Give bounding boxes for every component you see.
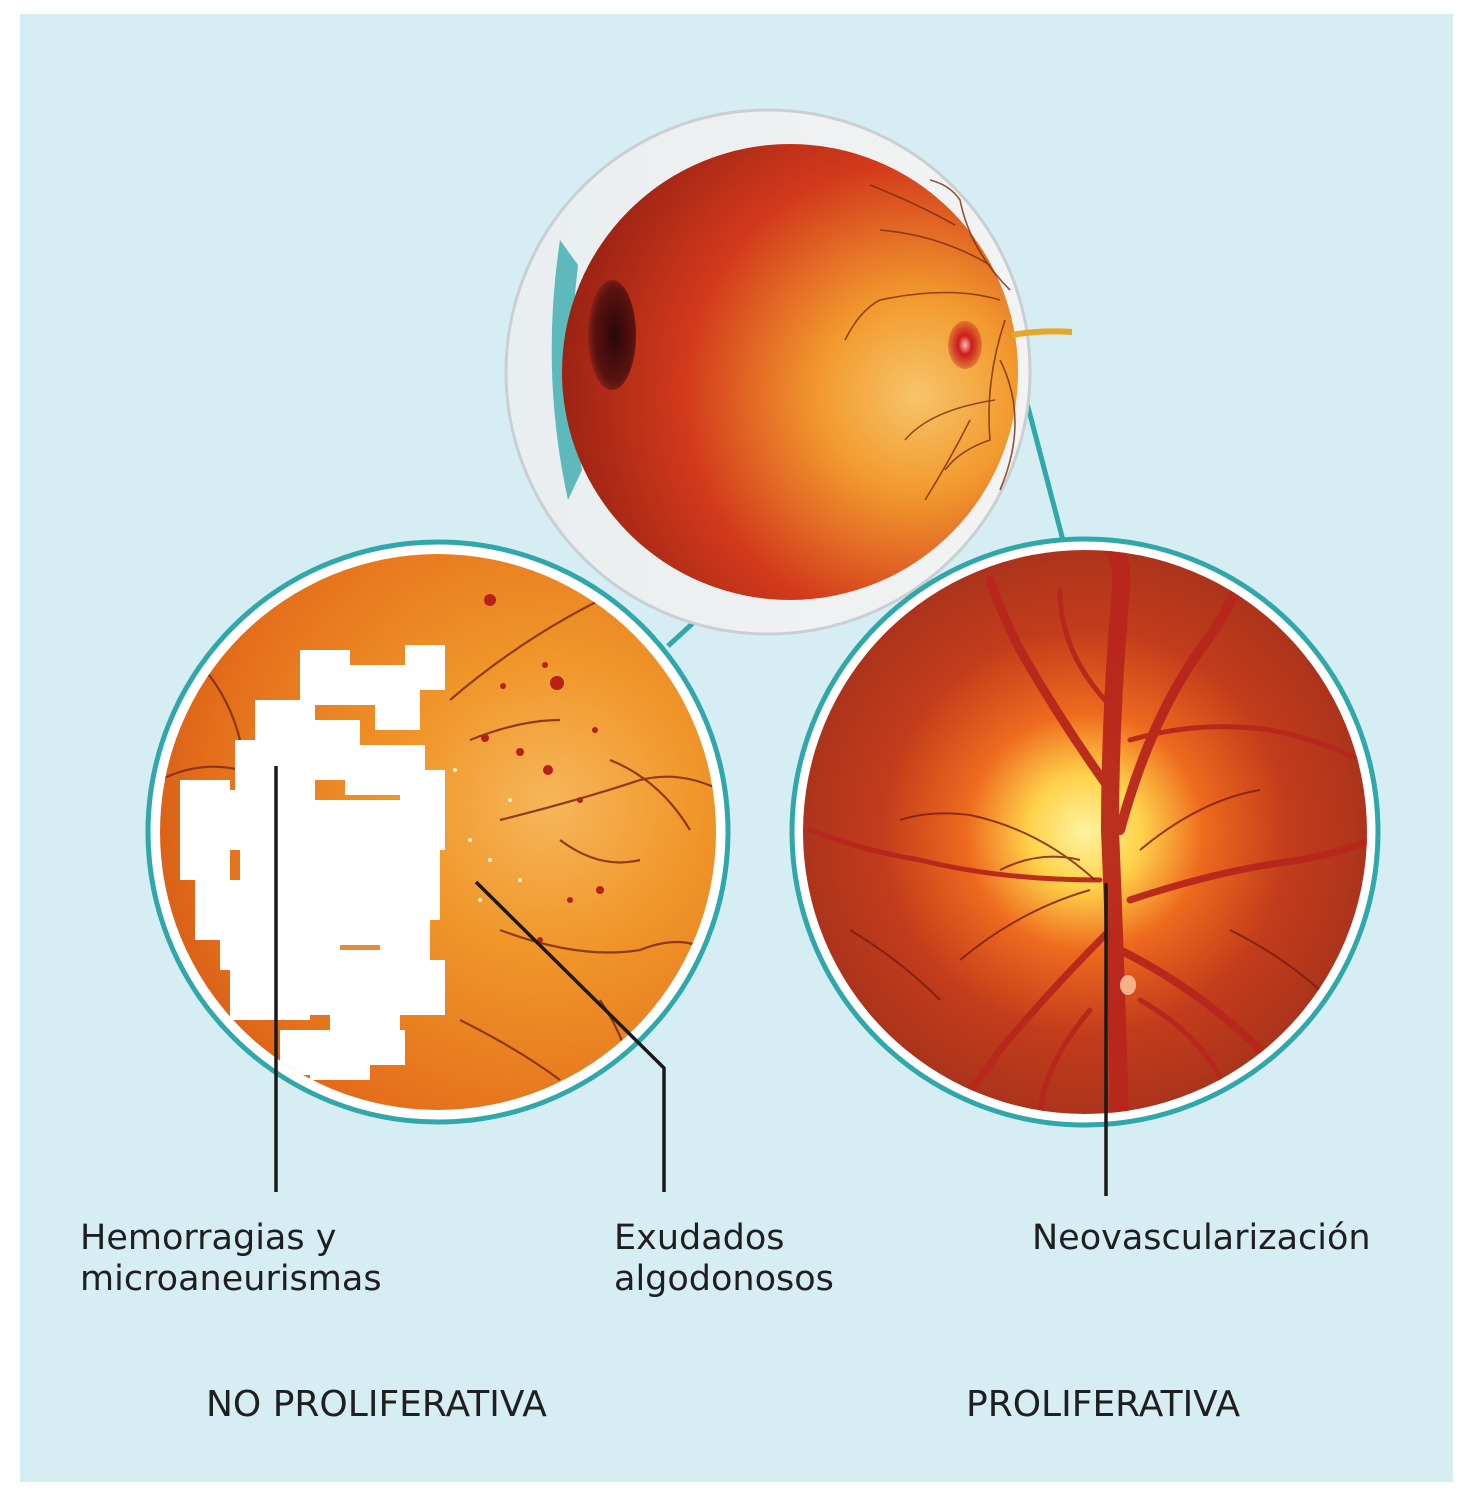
stage-proliferative: PROLIFERATIVA: [966, 1384, 1240, 1425]
proliferative-retina: [792, 539, 1378, 1125]
neovascularization-label-line1: Neovascularización: [1032, 1218, 1371, 1259]
hemorrhages-label: Hemorragias y microaneurismas: [80, 1218, 382, 1300]
hemorrhages-label-line2: microaneurismas: [80, 1259, 382, 1300]
stage-non-proliferative: NO PROLIFERATIVA: [206, 1384, 547, 1425]
hemorrhages-label-line1: Hemorragias y: [80, 1218, 382, 1259]
neovascularization-label: Neovascularización: [1032, 1218, 1371, 1259]
exudates-label: Exudados algodonosos: [614, 1218, 834, 1300]
exudates-label-line2: algodonosos: [614, 1259, 834, 1300]
non-proliferative-retina: [148, 542, 728, 1122]
exudates-label-line1: Exudados: [614, 1218, 834, 1259]
